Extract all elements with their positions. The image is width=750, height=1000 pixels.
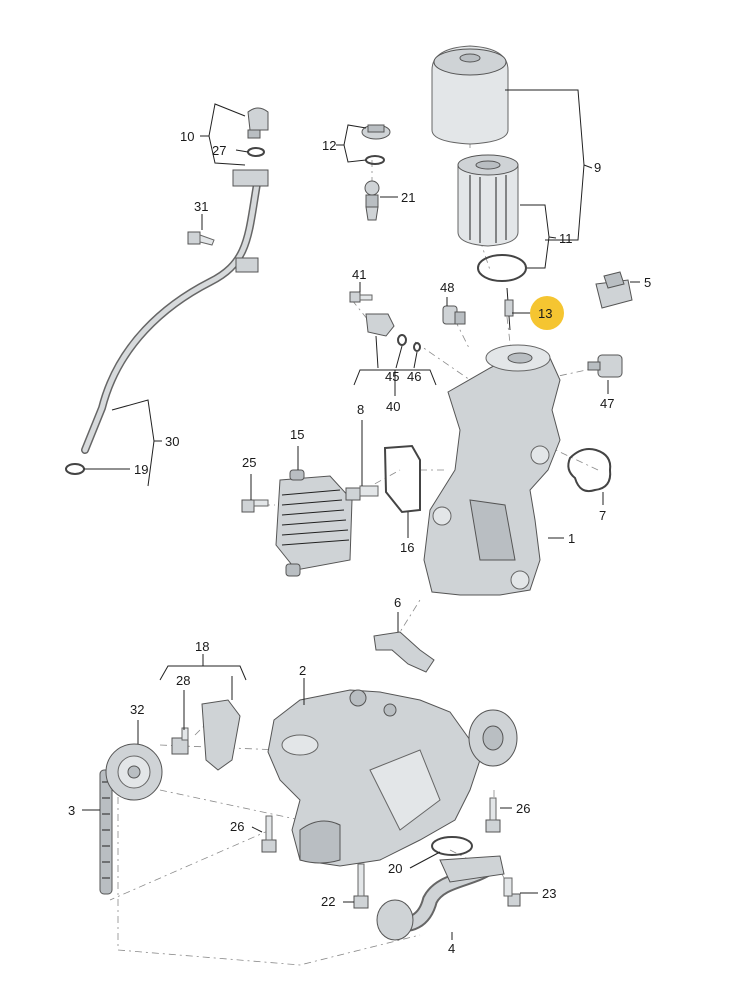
label-25: 25 [242,455,256,470]
oil-filter-bracket [423,344,561,596]
label-48: 48 [440,280,454,295]
label-20: 20 [388,861,402,876]
sensor-47 [587,354,623,378]
pump-gear [468,709,518,767]
gasket-16 [383,444,421,514]
label-22: 22 [321,894,335,909]
label-28: 28 [176,673,190,688]
label-31: 31 [194,199,208,214]
highlight-callout-13[interactable] [530,296,564,330]
label-8: 8 [357,402,364,417]
bolt-41 [349,291,373,303]
bolt-26b [485,797,501,833]
label-45: 45 [385,369,399,384]
label-46: 46 [407,369,421,384]
seal-ring-45 [397,334,407,346]
label-16: 16 [400,540,414,555]
filter-seal-ring [477,254,527,282]
bolt-25 [241,499,269,513]
label-18: 18 [195,639,209,654]
label-30: 30 [165,434,179,449]
label-27: 27 [212,143,226,158]
label-23: 23 [542,886,556,901]
dipstick-tube [81,169,269,454]
sensor-48 [442,305,466,325]
oil-pump-2 [267,689,481,867]
oil-filter-element [457,154,519,247]
bolt-31 [187,231,215,246]
label-5: 5 [644,275,651,290]
dipstick-o-ring [247,147,265,157]
callout-labels: 1 2 3 4 5 6 7 8 9 10 11 12 13 15 16 18 1… [68,129,651,956]
breather-valve-21 [364,180,380,221]
seal-ring-46 [413,342,421,352]
bolt-23 [503,877,521,907]
seal-ring-20 [431,836,473,856]
label-26-left: 26 [230,819,244,834]
label-47: 47 [600,396,614,411]
chain-tensioner-18 [201,699,241,771]
bolt-22 [353,863,369,909]
label-21: 21 [401,190,415,205]
dipstick-handle [247,107,269,139]
seal-ring-19 [65,463,85,475]
oil-cooler-15 [275,469,353,577]
bracket-6 [373,631,435,673]
leader-lines [82,89,640,940]
cap-12 [361,124,391,140]
sprocket-32 [105,743,163,801]
label-2: 2 [299,663,306,678]
clip-5 [595,271,633,309]
drive-chain-3 [99,769,113,895]
sensor-13 [504,287,514,331]
label-6: 6 [394,595,401,610]
bolt-26a [261,815,277,853]
label-26-right: 26 [516,801,530,816]
gasket-7 [567,448,612,493]
label-19: 19 [134,462,148,477]
label-12: 12 [322,138,336,153]
label-10: 10 [180,129,194,144]
label-41: 41 [352,267,366,282]
bolt-28 [171,727,189,755]
label-4: 4 [448,941,455,956]
label-15: 15 [290,427,304,442]
switch-40 [365,313,395,337]
label-11: 11 [559,231,573,246]
pickup-pipe-4 [376,855,505,941]
label-40: 40 [386,399,400,414]
seal-ring-12 [365,155,385,165]
label-1: 1 [568,531,575,546]
label-9: 9 [594,160,601,175]
bolt-8 [345,485,379,501]
label-13[interactable]: 13 [538,306,552,321]
label-3: 3 [68,803,75,818]
label-7: 7 [599,508,606,523]
label-32: 32 [130,702,144,717]
oil-filter-housing-cap [431,45,509,145]
